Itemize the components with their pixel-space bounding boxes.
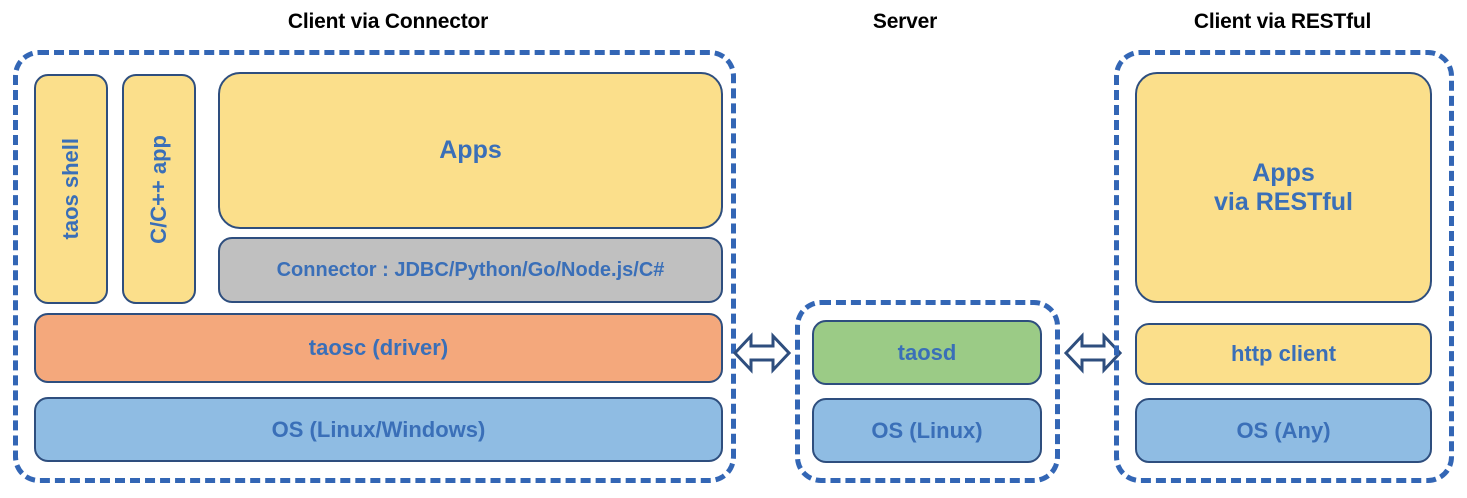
box-apps-via-restful-label-line1: Apps [1252,158,1315,187]
group-server [795,300,1060,483]
double-arrow-right-icon [1063,325,1123,381]
title-client-via-restful: Client via RESTful [1193,10,1372,33]
box-apps-via-restful: Apps via RESTful [1135,72,1432,303]
box-os-any: OS (Any) [1135,398,1432,463]
group-client-via-restful [1114,50,1454,483]
box-http-client: http client [1135,323,1432,385]
double-arrow-left-icon [732,325,792,381]
box-os-any-label: OS (Any) [1236,417,1331,443]
title-client-via-connector: Client via Connector [287,10,489,33]
box-os-linux: OS (Linux) [812,398,1042,463]
box-taosc-driver: taosc (driver) [34,313,723,383]
box-os-linux-label: OS (Linux) [871,417,983,443]
box-c-cpp-app-label: C/C++ app [146,134,172,244]
box-apps-connector: Apps [218,72,723,229]
box-taos-shell: taos shell [34,74,108,304]
box-http-client-label: http client [1230,341,1337,367]
title-server: Server [872,10,938,33]
box-apps-connector-label: Apps [439,136,502,165]
box-connector-label: Connector : JDBC/Python/Go/Node.js/C# [276,258,665,281]
box-taosd: taosd [812,320,1042,385]
box-c-cpp-app: C/C++ app [122,74,196,304]
box-apps-via-restful-label-line2: via RESTful [1214,187,1353,216]
box-taos-shell-label: taos shell [58,138,84,240]
box-os-linux-windows-label: OS (Linux/Windows) [271,416,486,442]
box-taosc-driver-label: taosc (driver) [308,335,449,361]
group-client-via-connector [13,50,736,483]
box-os-linux-windows: OS (Linux/Windows) [34,397,723,462]
box-taosd-label: taosd [897,339,957,365]
box-connector: Connector : JDBC/Python/Go/Node.js/C# [218,237,723,303]
